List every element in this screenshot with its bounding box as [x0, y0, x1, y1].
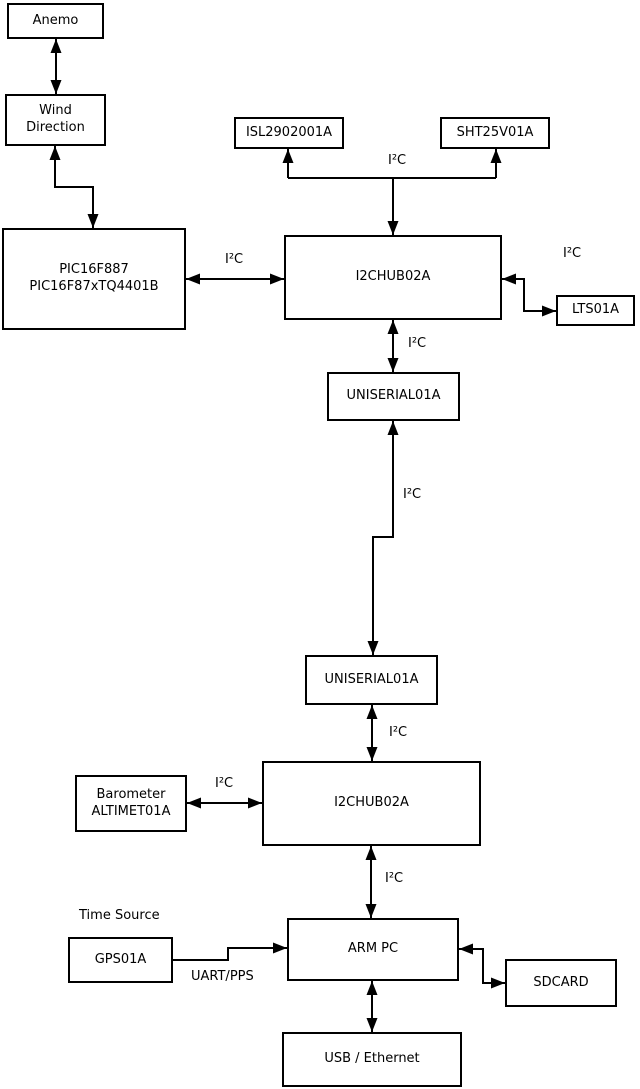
node-sdcard-label: SDCARD: [533, 974, 589, 990]
node-sdcard: SDCARD: [505, 959, 617, 1007]
connector-armpc-sdcard: [459, 943, 505, 989]
node-lts01a-label: LTS01A: [571, 302, 620, 318]
connector-hub1-lts: [502, 273, 556, 317]
node-sht25v01a-label: SHT25V01A: [456, 124, 534, 140]
connector-wind-pic: [49, 146, 99, 228]
node-uniserial-bottom: UNISERIAL01A: [305, 655, 438, 705]
edge-label-i2c-long-link: I²C: [403, 487, 422, 502]
node-pic: PIC16F887 PIC16F87xTQ4401B: [2, 228, 186, 330]
node-uniserial-top: UNISERIAL01A: [327, 372, 460, 421]
edge-label-i2c-hub-lts: I²C: [563, 246, 582, 261]
node-pic-label: PIC16F887 PIC16F87xTQ4401B: [29, 262, 159, 294]
node-wind-direction: Wind Direction: [5, 94, 106, 146]
node-anemo-label: Anemo: [32, 12, 79, 28]
edge-label-i2c-pic-hub: I²C: [225, 252, 244, 267]
node-wind-direction-label: Wind Direction: [26, 103, 85, 135]
edge-label-uart-pps: UART/PPS: [191, 969, 254, 984]
edge-label-i2c-uniserial-hub: I²C: [389, 725, 408, 740]
node-isl2902001a: ISL2902001A: [234, 117, 344, 149]
node-arm-pc-label: ARM PC: [347, 941, 399, 957]
node-barometer-label: Barometer ALTIMET01A: [91, 786, 171, 819]
node-i2chub-top-label: I2CHUB02A: [355, 269, 431, 285]
node-usb-ethernet-label: USB / Ethernet: [324, 1051, 420, 1067]
edge-label-time-source: Time Source: [79, 908, 160, 923]
node-gps01a: GPS01A: [68, 937, 173, 983]
edge-label-i2c-hub-uniserial: I²C: [408, 336, 427, 351]
node-anemo: Anemo: [7, 3, 104, 39]
connector-gps-armpc: [173, 942, 287, 961]
edge-label-i2c-barometer-hub: I²C: [215, 776, 234, 791]
node-i2chub-bottom: I2CHUB02A: [262, 761, 481, 846]
node-i2chub-bottom-label: I2CHUB02A: [334, 795, 409, 811]
edge-label-i2c-hub-armpc: I²C: [385, 871, 404, 886]
node-lts01a: LTS01A: [556, 295, 635, 326]
node-uniserial-top-label: UNISERIAL01A: [346, 388, 441, 404]
node-isl2902001a-label: ISL2902001A: [245, 124, 333, 140]
node-i2chub-top: I2CHUB02A: [284, 235, 502, 320]
connector-uniserial1-uniserial2: [367, 421, 399, 655]
node-barometer: Barometer ALTIMET01A: [75, 775, 187, 832]
node-arm-pc: ARM PC: [287, 918, 459, 981]
node-usb-ethernet: USB / Ethernet: [282, 1032, 462, 1087]
node-gps01a-label: GPS01A: [94, 951, 147, 967]
node-sht25v01a: SHT25V01A: [440, 117, 550, 149]
node-uniserial-bottom-label: UNISERIAL01A: [324, 671, 419, 687]
edge-label-i2c-sensors-top: I²C: [388, 153, 407, 168]
